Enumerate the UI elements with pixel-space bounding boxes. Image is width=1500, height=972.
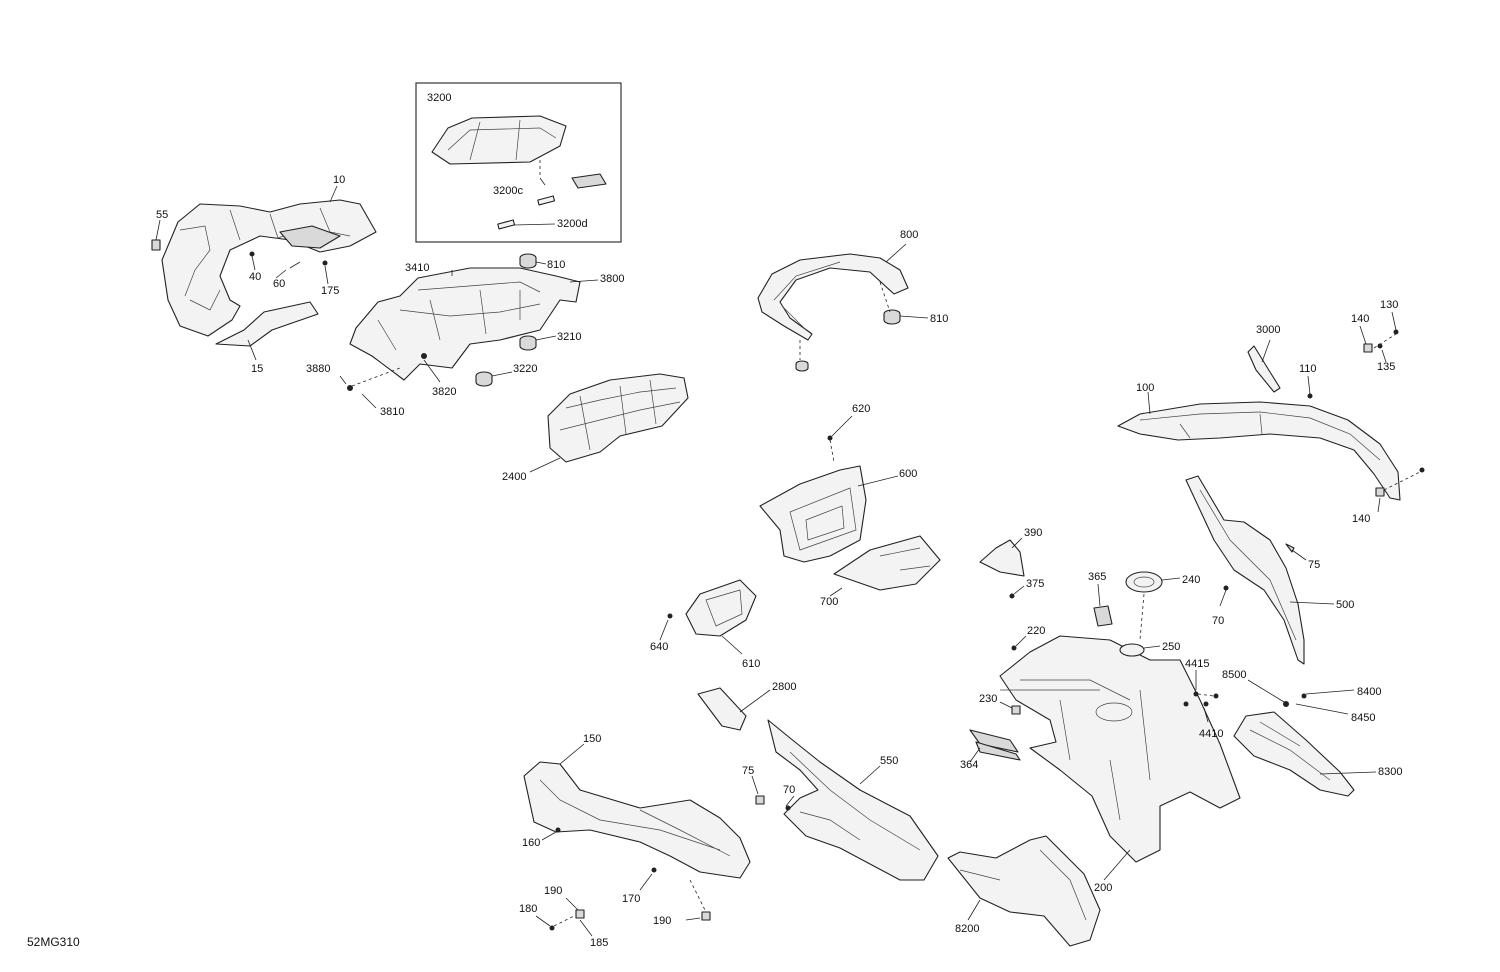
callout-250: 250 [1162, 641, 1180, 653]
callout-170: 170 [622, 893, 640, 905]
seat-bracket-part[interactable] [571, 173, 607, 189]
side-panel-500-part[interactable] [1185, 475, 1305, 665]
callout-70-left: 70 [783, 784, 795, 796]
inset-title: 3200 [427, 92, 451, 104]
console-3800-part[interactable] [349, 267, 581, 381]
callout-8450: 8450 [1351, 712, 1375, 724]
callout-190-lower: 190 [653, 915, 671, 927]
callout-3410: 3410 [405, 262, 429, 274]
callout-550: 550 [880, 755, 898, 767]
callout-3200d: 3200d [557, 218, 588, 230]
diagram-id: 52MG310 [27, 935, 80, 949]
grab-bar-part[interactable] [757, 253, 909, 341]
side-panel-150-group: 150 160 170 190 190 180 185 [519, 733, 751, 949]
callout-10: 10 [333, 174, 345, 186]
callout-364: 364 [960, 759, 978, 771]
callout-800: 800 [900, 229, 918, 241]
callout-600: 600 [899, 468, 917, 480]
seat-cover-part[interactable] [431, 115, 567, 165]
callout-640: 640 [650, 641, 668, 653]
callout-700: 700 [820, 596, 838, 608]
footrest-8300-group: 4415 4410 8500 8400 8450 8300 [1183, 658, 1402, 797]
callout-200: 200 [1094, 882, 1112, 894]
callout-3210: 3210 [557, 331, 581, 343]
callout-185: 185 [590, 937, 608, 949]
side-cover-8200-part[interactable] [947, 835, 1101, 947]
callout-3800: 3800 [600, 273, 624, 285]
callout-8300: 8300 [1378, 766, 1402, 778]
callout-240: 240 [1182, 574, 1200, 586]
grab-bar-800-group: 800 810 [757, 229, 948, 372]
callout-810-console: 810 [547, 259, 565, 271]
callout-2400: 2400 [502, 471, 526, 483]
callout-3220: 3220 [513, 363, 537, 375]
callout-8400: 8400 [1357, 686, 1381, 698]
callout-8500: 8500 [1222, 669, 1246, 681]
footrest-8300-part[interactable] [1233, 711, 1355, 797]
cluster-2400-group: 2400 [502, 373, 689, 483]
callout-610: 610 [742, 658, 760, 670]
callout-365: 365 [1088, 571, 1106, 583]
callout-390: 390 [1024, 527, 1042, 539]
bracket-610-group: 640 610 [650, 579, 760, 670]
callout-3880: 3880 [306, 363, 330, 375]
callout-75-left: 75 [742, 765, 754, 777]
side-trim-550-group: 2800 550 75 70 [697, 681, 939, 881]
callout-2800: 2800 [772, 681, 796, 693]
side-panel-500-group: 500 75 70 [1185, 475, 1354, 665]
callout-180: 180 [519, 903, 537, 915]
callout-110: 110 [1299, 363, 1317, 375]
instrument-cluster-part[interactable] [547, 373, 689, 463]
rear-fender-100-group: 3000 100 110 140 130 135 140 [1117, 299, 1425, 525]
callout-70-right: 70 [1212, 615, 1224, 627]
callout-60: 60 [273, 278, 285, 290]
callout-150: 150 [583, 733, 601, 745]
dash-panel-group: 620 600 700 [759, 403, 941, 608]
bracket-part[interactable] [685, 579, 757, 637]
console-3800-group: 810 3410 3800 3210 3220 3820 3880 3810 [306, 253, 624, 418]
trim-2800-part[interactable] [697, 687, 747, 731]
callout-160: 160 [522, 837, 540, 849]
callout-135: 135 [1377, 361, 1395, 373]
dash-panel-part[interactable] [759, 465, 867, 563]
callout-100: 100 [1136, 382, 1154, 394]
callout-3820: 3820 [432, 386, 456, 398]
callout-175: 175 [321, 285, 339, 297]
callout-15: 15 [251, 363, 263, 375]
lower-deflector-part[interactable] [215, 301, 319, 347]
side-panel-part[interactable] [523, 761, 751, 879]
callout-4410: 4410 [1199, 728, 1223, 740]
callout-3810: 3810 [380, 406, 404, 418]
callout-620: 620 [852, 403, 870, 415]
cup-holder-390-part[interactable] [979, 539, 1025, 577]
callout-40: 40 [249, 271, 261, 283]
callout-375: 375 [1026, 578, 1044, 590]
callout-140-lower: 140 [1352, 513, 1370, 525]
side-trim-550-part[interactable] [767, 719, 939, 881]
callout-75-right: 75 [1308, 559, 1320, 571]
callout-230: 230 [979, 693, 997, 705]
callout-8200: 8200 [955, 923, 979, 935]
callout-500: 500 [1336, 599, 1354, 611]
strip-3000-part[interactable] [1247, 345, 1281, 393]
callout-3200c: 3200c [493, 185, 523, 197]
clip-365-part[interactable] [1093, 605, 1113, 627]
callout-4415: 4415 [1185, 658, 1209, 670]
callout-220: 220 [1027, 625, 1045, 637]
callout-140-upper: 140 [1351, 313, 1369, 325]
callout-810-grab-bar: 810 [930, 313, 948, 325]
tub-200-group: 200 8200 364 230 220 390 375 365 240 250 [947, 527, 1241, 947]
inset-3200: 3200 3200c 3200d [415, 82, 622, 243]
front-fascia-group: 55 10 40 60 175 15 [151, 174, 377, 375]
callout-55: 55 [156, 209, 168, 221]
rear-fender-part[interactable] [1117, 401, 1401, 501]
callout-130: 130 [1380, 299, 1398, 311]
callout-190-upper: 190 [544, 885, 562, 897]
callout-3000: 3000 [1256, 324, 1280, 336]
